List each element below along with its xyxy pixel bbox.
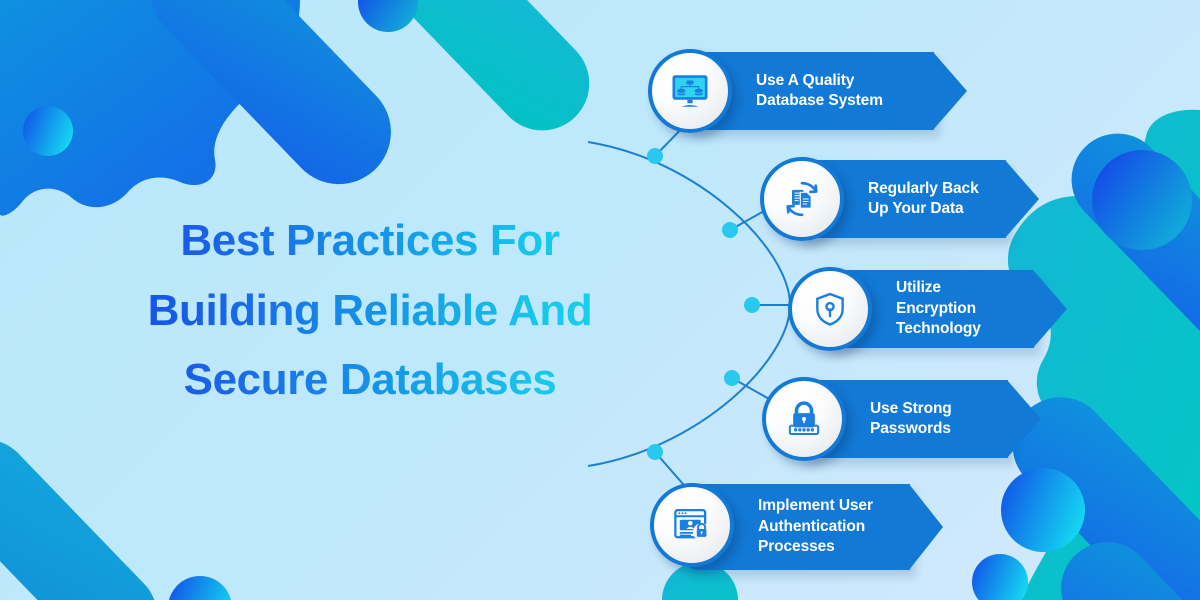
right-diagonal-bar-upper-shape [1071,133,1200,390]
top-left-diagonal-bar-shape [150,0,391,185]
right-gradient-circle-shape [1001,468,1085,552]
callout-item-2[interactable]: Regularly Back Up Your Data [760,157,1039,241]
bottom-left-gradient-circle-shape [169,576,231,600]
callout-item-4[interactable]: Use Strong Passwords [762,377,1041,461]
callout-label-5: Implement User Authentication Processes [758,497,873,556]
callout-item-3[interactable]: Utilize Encryption Technology [788,267,1067,351]
right-top-circle-shape [1092,150,1192,250]
title-line-2: Building Reliable And [70,276,670,346]
top-teal-diagonal-bar-shape [359,0,590,131]
callout-label-4: Use Strong Passwords [870,399,952,437]
database-monitor-icon [648,49,732,133]
arc-node-5 [647,444,663,460]
bottom-right-gradient-circle-shape [972,554,1028,600]
callout-item-5[interactable]: Implement User Authentication Processes [650,483,943,570]
callout-label-1: Use A Quality Database System [756,71,883,109]
top-left-gradient-circle-shape [23,106,73,156]
arc-node-3 [744,297,760,313]
arc-node-1 [647,148,663,164]
right-diagonal-bar-bottom-shape [1061,542,1200,600]
title-line-1: Best Practices For [70,206,670,276]
page-title: Best Practices For Building Reliable And… [70,206,670,415]
shield-keyhole-icon [788,267,872,351]
top-center-circle-shape [358,0,418,32]
title-line-3: Secure Databases [70,345,670,415]
callout-label-2: Regularly Back Up Your Data [868,179,979,217]
callout-label-3: Utilize Encryption Technology [896,279,981,338]
padlock-password-icon [762,377,846,461]
callout-item-1[interactable]: Use A Quality Database System [648,49,967,133]
arc-node-2 [722,222,738,238]
data-backup-icon [760,157,844,241]
bottom-left-diagonal-bar-shape [0,439,157,600]
arc-node-4 [724,370,740,386]
top-left-blob-shape [0,0,300,216]
user-authentication-icon [650,483,734,567]
